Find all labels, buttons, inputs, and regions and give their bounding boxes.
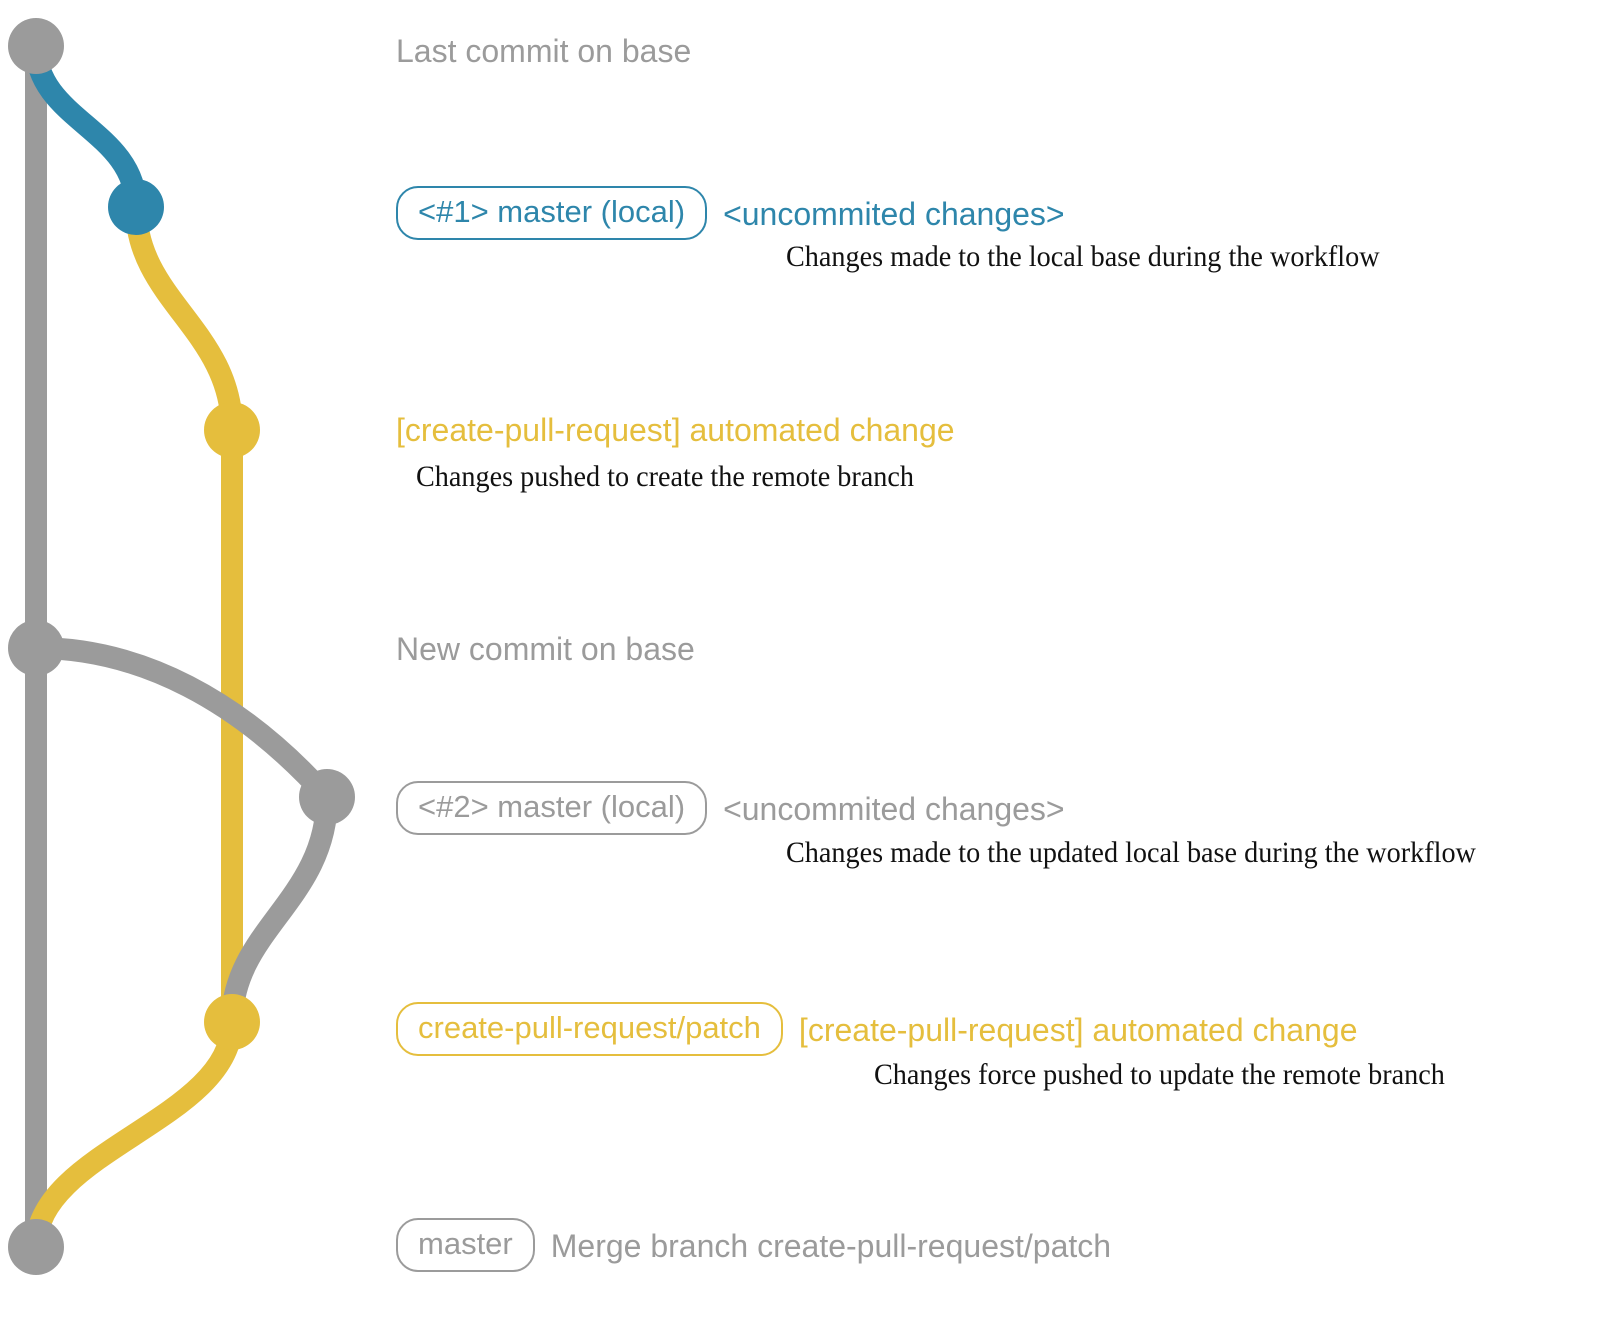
chip-create-pull-request-patch[interactable]: create-pull-request/patch [396,1002,783,1056]
node-automated-change-1[interactable] [204,402,260,458]
row-master-local-2: <#2> master (local) <uncommited changes> [396,781,1065,835]
node-merge-commit[interactable] [8,1219,64,1275]
row-automated-change-2: create-pull-request/patch [create-pull-r… [396,1002,1357,1056]
row-automated-change-1: [create-pull-request] automated change [396,411,955,449]
blue-branch-line [25,35,147,218]
node-last-commit-on-base[interactable] [8,18,64,74]
node-automated-change-2[interactable] [204,994,260,1050]
headline-automated-change-2: [create-pull-request] automated change [798,1012,1358,1048]
commit-graph [8,18,355,1275]
yellow-branch-line-upper [125,196,243,441]
headline-new-commit-on-base: New commit on base [396,631,695,667]
headline-uncommited-changes-1: <uncommited changes> [723,196,1065,232]
desc-master-local-2: Changes made to the updated local base d… [786,836,1476,869]
headline-automated-change-1: [create-pull-request] automated change [396,412,955,448]
row-master-local-1: <#1> master (local) <uncommited changes> [396,186,1065,240]
node-master-local-2[interactable] [299,769,355,825]
gray-update-branch-line [25,637,338,808]
yellow-merge-line [25,1011,243,1258]
row-merge-commit: master Merge branch create-pull-request/… [396,1218,1111,1272]
headline-uncommited-changes-2: <uncommited changes> [723,791,1065,827]
desc-automated-change-1: Changes pushed to create the remote bran… [416,460,915,493]
chip-master-local-2[interactable]: <#2> master (local) [396,781,708,835]
chip-master-local-1[interactable]: <#1> master (local) [396,186,708,240]
node-new-commit-on-base[interactable] [8,620,64,676]
chip-master[interactable]: master [396,1218,535,1272]
headline-merge-commit: Merge branch create-pull-request/patch [550,1228,1112,1264]
desc-automated-change-2: Changes force pushed to update the remot… [874,1058,1445,1091]
gray-update-to-patch-line [221,786,338,1033]
headline-last-commit-on-base: Last commit on base [396,33,692,69]
node-master-local-1[interactable] [108,179,164,235]
row-last-commit-on-base: Last commit on base [396,32,691,70]
desc-master-local-1: Changes made to the local base during th… [786,240,1380,273]
row-new-commit-on-base: New commit on base [396,630,695,668]
